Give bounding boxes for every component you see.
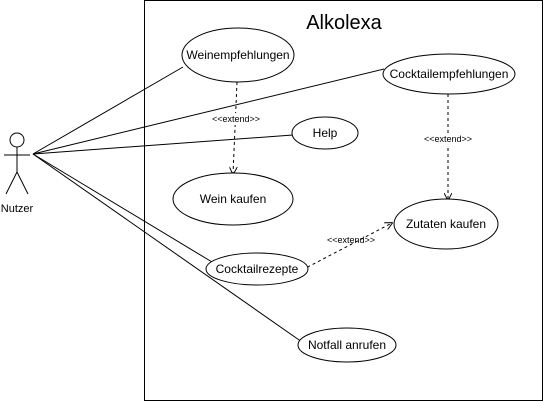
- assoc-cocktailrezepte: [32, 153, 213, 263]
- use-case-label: Cocktailempfehlungen: [390, 67, 509, 81]
- use-case-zutaten-kaufen[interactable]: Zutaten kaufen: [393, 198, 499, 250]
- use-case-cocktailrezepte[interactable]: Cocktailrezepte: [205, 252, 309, 286]
- use-case-label: Cocktailrezepte: [216, 262, 299, 276]
- assoc-notfall-anrufen: [32, 153, 303, 343]
- extend-label-rezepte: <<extend>>: [327, 235, 375, 245]
- use-case-cocktailempfehlungen[interactable]: Cocktailempfehlungen: [382, 53, 516, 95]
- system-boundary: [144, 0, 543, 401]
- use-case-label: Wein kaufen: [200, 192, 267, 206]
- system-title: Alkolexa: [306, 12, 382, 34]
- use-case-weinempfehlungen[interactable]: Weinempfehlungen: [181, 27, 295, 83]
- use-case-label: Help: [313, 126, 338, 140]
- actor-leg-left: [5, 171, 18, 195]
- use-case-help[interactable]: Help: [291, 116, 359, 150]
- extend-label-wein: <<extend>>: [212, 114, 260, 124]
- assoc-cocktailempfehlungen: [32, 68, 385, 155]
- extend-arrow-wein: [233, 81, 238, 174]
- assoc-help: [32, 134, 294, 155]
- extend-label-cocktail: <<extend>>: [424, 134, 472, 144]
- use-case-label: Zutaten kaufen: [406, 217, 486, 231]
- actor-head: [9, 132, 25, 148]
- actor-nutzer[interactable]: [4, 132, 30, 195]
- use-case-label: Notfall anrufen: [308, 338, 386, 352]
- use-case-wein-kaufen[interactable]: Wein kaufen: [172, 172, 294, 226]
- use-case-notfall-anrufen[interactable]: Notfall anrufen: [297, 327, 397, 363]
- actor-label: Nutzer: [1, 203, 34, 215]
- assoc-weinempfehlungen: [32, 66, 184, 155]
- extend-arrow-rezepte: [301, 223, 392, 271]
- actor-leg-right: [16, 171, 29, 195]
- use-case-label: Weinempfehlungen: [186, 48, 289, 62]
